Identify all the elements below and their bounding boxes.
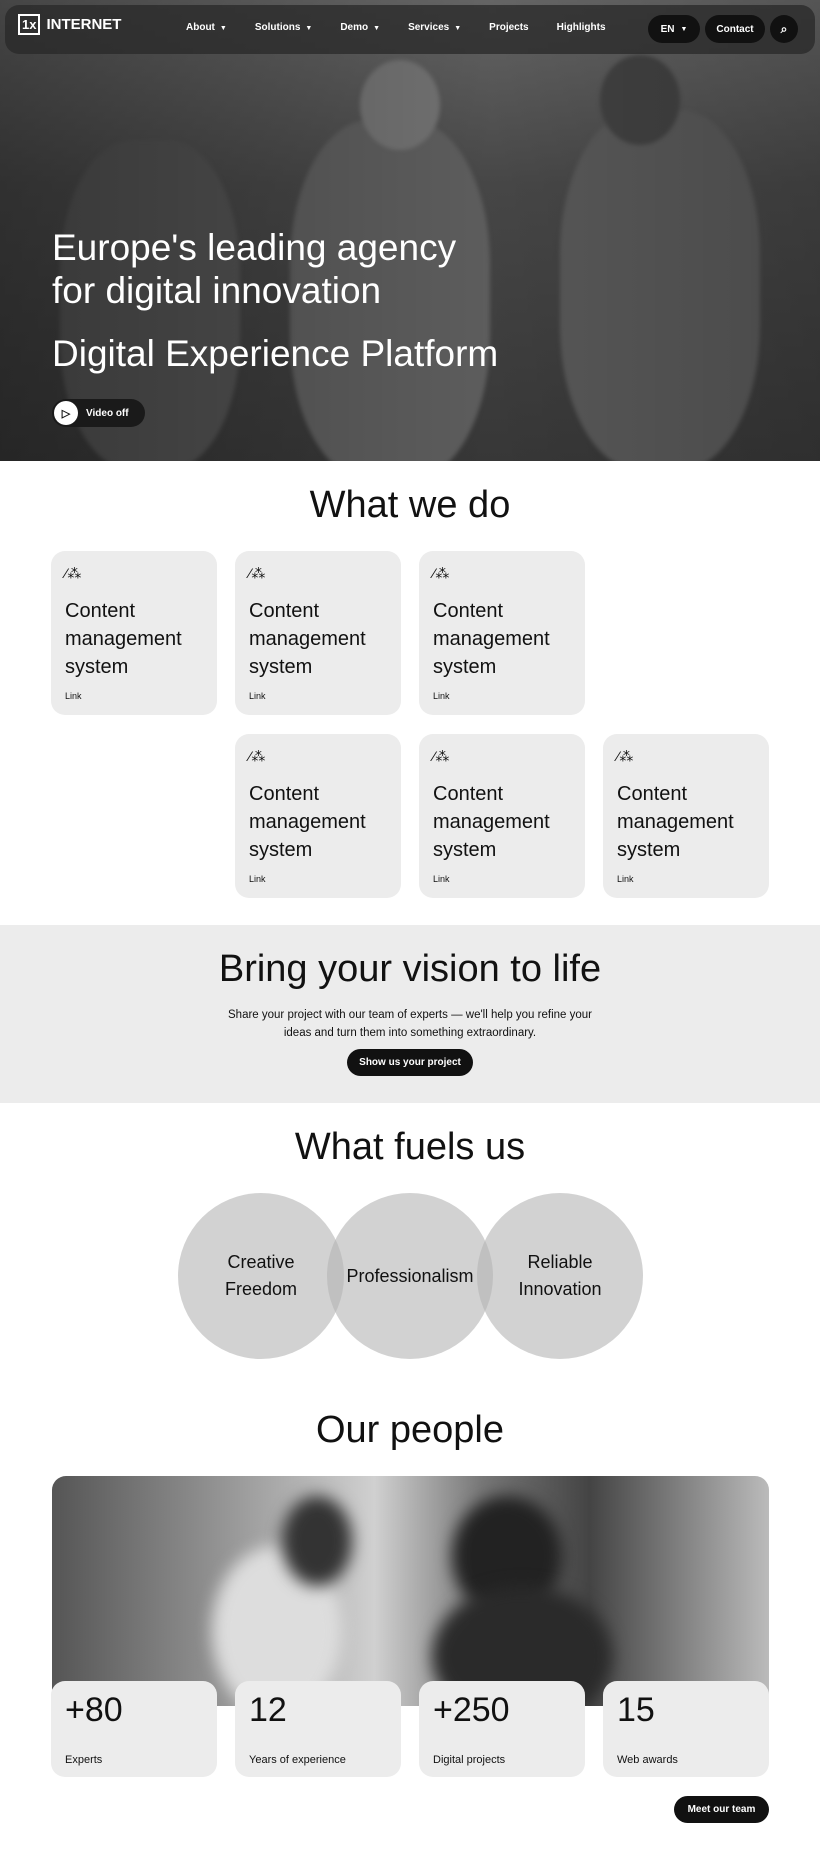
stat-value: 12 (249, 1691, 287, 1729)
card-title: Content management system (65, 600, 182, 678)
stat-label: Web awards (617, 1754, 678, 1766)
card-title: Content management system (433, 600, 550, 678)
magic-wand-icon: ⁄⁂ (65, 565, 82, 581)
video-toggle-button[interactable]: ▷Video off (52, 399, 145, 427)
magic-wand-icon: ⁄⁂ (617, 748, 634, 764)
value-circle: Reliable Innovation (477, 1193, 643, 1359)
card-link[interactable]: Link (249, 691, 266, 701)
card-link[interactable]: Link (433, 691, 450, 701)
card-link[interactable]: Link (249, 874, 266, 884)
stat-value: +80 (65, 1691, 123, 1729)
chevron-down-icon: ▼ (305, 25, 313, 32)
stat-value: 15 (617, 1691, 655, 1729)
contact-button[interactable]: Contact (705, 15, 765, 43)
value-circle: Creative Freedom (178, 1193, 344, 1359)
card-link[interactable]: Link (433, 874, 450, 884)
cta-section: Bring your vision to life Share your pro… (0, 925, 820, 1103)
nav-projects[interactable]: Projects (489, 22, 529, 33)
nav-demo[interactable]: Demo▼ (340, 22, 381, 33)
language-selector[interactable]: EN▼ (648, 15, 700, 43)
nav-highlights[interactable]: Highlights (556, 22, 606, 33)
hero-subheadline: Digital Experience Platform (52, 333, 499, 374)
stat-value: +250 (433, 1691, 510, 1729)
nav-services[interactable]: Services▼ (408, 22, 462, 33)
magic-wand-icon: ⁄⁂ (249, 748, 266, 764)
what-fuels-us-title: What fuels us (294, 1126, 526, 1168)
play-icon: ▷ (54, 401, 78, 425)
card-link[interactable]: Link (617, 874, 634, 884)
card-title: Content management system (433, 783, 550, 861)
value-circle: Professionalism (327, 1193, 493, 1359)
cta-text: Share your project with our team of expe… (228, 1009, 592, 1039)
nav-solutions[interactable]: Solutions▼ (254, 22, 313, 33)
card-title: Content management system (249, 600, 366, 678)
magic-wand-icon: ⁄⁂ (433, 565, 450, 581)
stat-label: Digital projects (433, 1754, 506, 1766)
show-project-button[interactable]: Show us your project (347, 1049, 473, 1076)
chevron-down-icon: ▼ (373, 25, 381, 32)
team-photo (52, 1476, 769, 1706)
card-title: Content management system (249, 783, 366, 861)
card-link[interactable]: Link (65, 691, 82, 701)
chevron-down-icon: ▼ (454, 25, 462, 32)
stat-label: Experts (65, 1754, 103, 1766)
nav-links: About▼ Solutions▼ Demo▼ Services▼ Projec… (186, 22, 606, 33)
stat-label: Years of experience (249, 1754, 346, 1766)
magic-wand-icon: ⁄⁂ (249, 565, 266, 581)
nav-about[interactable]: About▼ (186, 22, 227, 33)
cta-title: Bring your vision to life (218, 948, 602, 990)
card-title: Content management system (617, 783, 734, 861)
meet-our-team-button[interactable]: Meet our team (674, 1796, 769, 1823)
what-we-do-title: What we do (309, 484, 511, 526)
chevron-down-icon: ▼ (219, 25, 227, 32)
chevron-down-icon: ▼ (680, 25, 688, 33)
our-people-title: Our people (315, 1409, 504, 1451)
magic-wand-icon: ⁄⁂ (433, 748, 450, 764)
search-icon[interactable]: ⌕ (770, 15, 798, 43)
